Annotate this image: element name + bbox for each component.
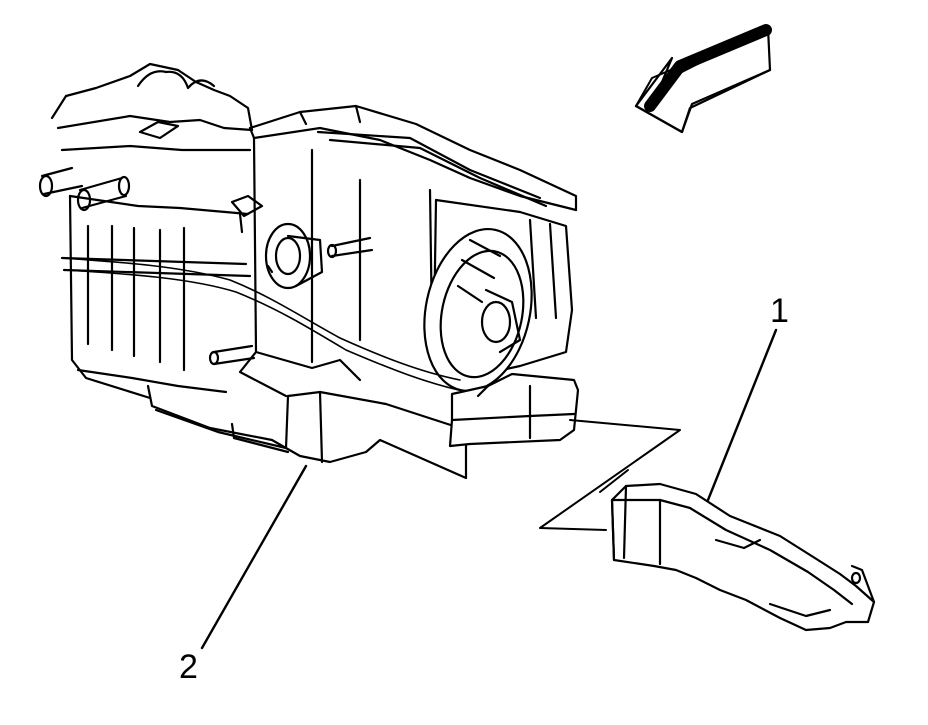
exploded-guide-lines <box>539 419 681 531</box>
callout-label-1: 1 <box>770 292 789 330</box>
floor-duct <box>610 482 876 632</box>
outlet-duct-2 <box>146 384 468 480</box>
hvac-module <box>38 62 580 480</box>
leader-line-2 <box>200 464 308 650</box>
direction-arrow-icon <box>634 24 772 134</box>
leader-line-1 <box>706 328 778 502</box>
callout-label-2: 2 <box>179 648 198 686</box>
